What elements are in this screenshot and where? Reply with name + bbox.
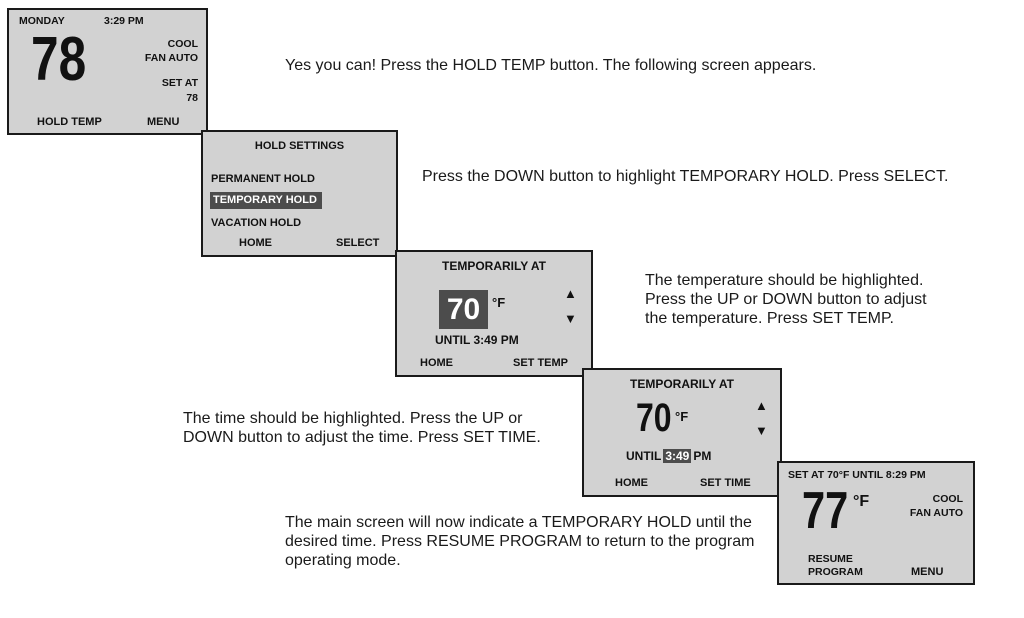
home-button-label: HOME xyxy=(239,237,272,249)
until-time-label: UNTIL 3:49 PM xyxy=(435,333,519,347)
thermostat-screen-main: MONDAY 3:29 PM 78 COOL FAN AUTO SET AT 7… xyxy=(7,8,208,135)
degree-unit-label: °F xyxy=(853,493,870,510)
home-button-label: HOME xyxy=(615,477,648,489)
clock-time: 3:29 PM xyxy=(104,15,144,27)
select-button-label: SELECT xyxy=(336,237,380,249)
menu-button-label: MENU xyxy=(911,566,944,578)
screen-title: TEMPORARILY AT xyxy=(441,259,546,273)
hold-temp-button-label: HOLD TEMP xyxy=(37,116,102,128)
thermostat-screen-hold-active: SET AT 70°F UNTIL 8:29 PM 77 °F COOL FAN… xyxy=(777,461,975,585)
menu-item-permanent-hold: PERMANENT HOLD xyxy=(211,173,315,185)
menu-item-vacation-hold: VACATION HOLD xyxy=(211,217,302,229)
set-time-button-label: SET TIME xyxy=(700,477,751,489)
instruction-step4: The time should be highlighted. Press th… xyxy=(183,410,541,446)
current-temperature: 78 xyxy=(31,25,87,94)
instruction-step3: The temperature should be highlighted. P… xyxy=(645,272,927,327)
screen-title: HOLD SETTINGS xyxy=(254,140,345,152)
menu-button-label: MENU xyxy=(147,116,180,128)
up-arrow-icon: ▲ xyxy=(755,398,768,413)
temperature-value: 70 xyxy=(636,396,672,440)
home-button-label: HOME xyxy=(420,357,453,369)
instruction-step2: Press the DOWN button to highlight TEMPO… xyxy=(422,168,949,185)
mode-indicator: COOL xyxy=(167,38,198,50)
down-arrow-icon: ▼ xyxy=(564,311,577,326)
current-temperature: 77 xyxy=(802,482,849,540)
degree-unit-label: °F xyxy=(675,409,689,424)
set-at-label: SET AT xyxy=(161,77,198,89)
thermostat-screen-set-temp: TEMPORARILY AT 70 °F UNTIL 3:49 PM ▲ ▼ H… xyxy=(395,250,593,377)
down-arrow-icon: ▼ xyxy=(755,423,768,438)
resume-program-button-label: RESUME PROGRAM xyxy=(808,553,863,578)
hold-status-line: SET AT 70°F UNTIL 8:29 PM xyxy=(788,469,926,481)
instruction-step5: The main screen will now indicate a TEMP… xyxy=(285,514,755,569)
menu-item-temporary-hold-highlighted: TEMPORARY HOLD xyxy=(210,192,322,209)
up-arrow-icon: ▲ xyxy=(564,286,577,301)
thermostat-screen-hold-settings: HOLD SETTINGS PERMANENT HOLD TEMPORARY H… xyxy=(201,130,398,257)
highlighted-temperature: 70 xyxy=(439,290,488,329)
set-at-value: 78 xyxy=(186,92,198,104)
fan-indicator: FAN AUTO xyxy=(144,52,198,64)
period-label: PM xyxy=(693,449,712,463)
degree-unit-label: °F xyxy=(492,295,506,310)
until-label: UNTIL xyxy=(626,449,662,463)
set-temp-button-label: SET TEMP xyxy=(513,357,569,369)
screen-title: TEMPORARILY AT xyxy=(629,377,734,391)
instruction-step1: Yes you can! Press the HOLD TEMP button.… xyxy=(285,57,817,74)
day-label: MONDAY xyxy=(19,15,65,27)
fan-indicator: FAN AUTO xyxy=(909,507,963,519)
highlighted-time: 3:49 xyxy=(663,449,692,463)
mode-indicator: COOL xyxy=(932,493,963,505)
